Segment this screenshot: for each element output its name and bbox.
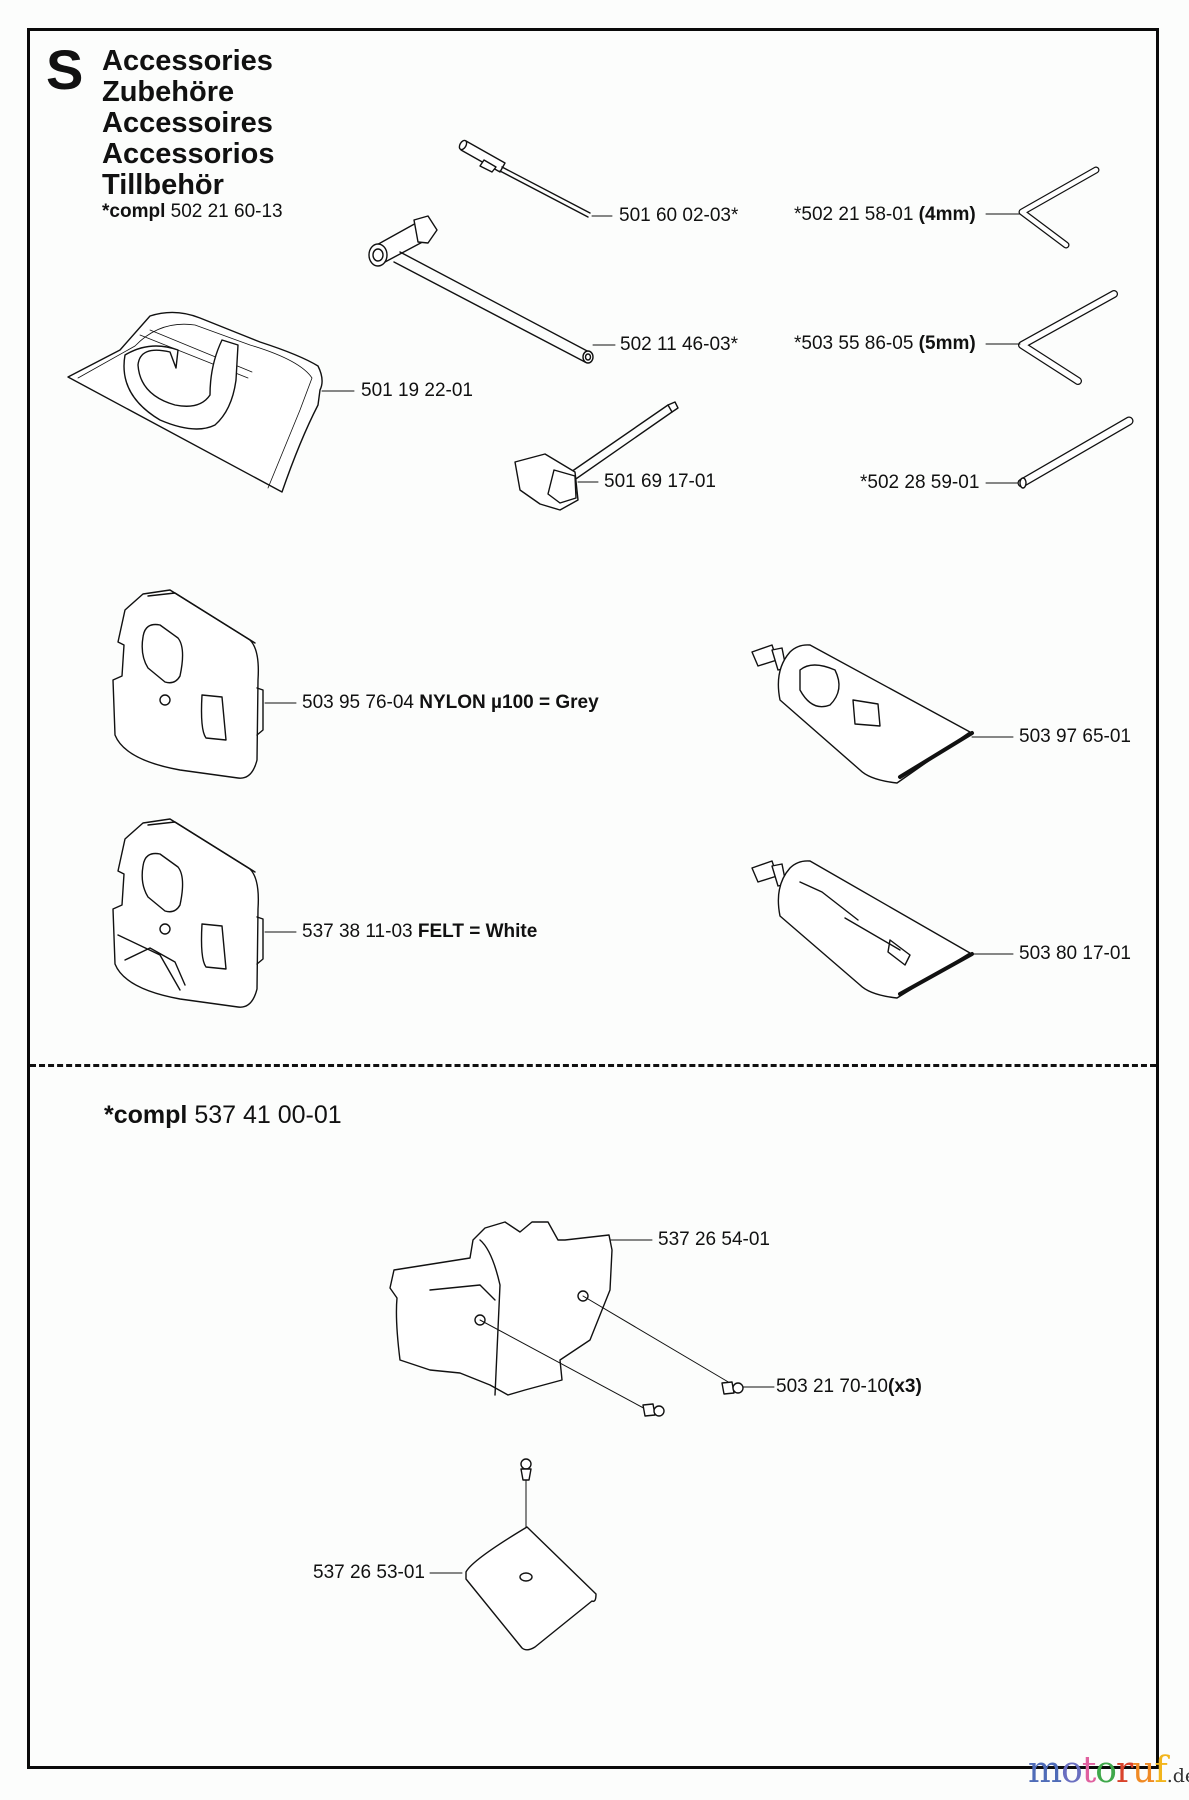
part-label-plate: 537 26 53-01 [313, 1562, 425, 1584]
part-number: 537 26 53-01 [313, 1562, 425, 1583]
part-number: 501 60 02-03* [619, 205, 739, 226]
cover-drawing [390, 1222, 730, 1412]
watermark-letter: u [1132, 1750, 1155, 1791]
grease-tube-1-drawing [752, 645, 972, 783]
section-titles: Accessories Zubehöre Accessoires Accesso… [102, 46, 283, 223]
watermark-letter: o [1061, 1750, 1083, 1791]
part-label-screw: 503 21 70-10(x3) [776, 1376, 922, 1398]
hex-key-5mm-drawing [1022, 294, 1114, 381]
part-label-air-filter-felt: 537 38 11-03 FELT = White [302, 921, 537, 943]
part-label-air-filter-nylon: 503 95 76-04 NYLON µ100 = Grey [302, 692, 599, 714]
part-number: *502 28 59-01 [860, 472, 980, 493]
title-es: Accessorios [102, 138, 275, 170]
compl-kit-number: *compl 502 21 60-13 [102, 201, 283, 223]
part-label-feeler-pin: 501 60 02-03* [619, 205, 738, 227]
part-label-drift-pin: *502 28 59-01 [860, 472, 979, 494]
t-wrench-drawing [369, 216, 593, 363]
plate-drawing [466, 1527, 596, 1650]
page-frame [27, 28, 1159, 1769]
part-number: *503 55 86-05 [794, 333, 914, 354]
watermark-logo: motoruf.de [1028, 1751, 1189, 1796]
screw-drawing [521, 1382, 743, 1575]
watermark-letters: motoruf [1028, 1750, 1168, 1791]
part-label-t-wrench: 502 11 46-03* [620, 334, 738, 356]
title-fr: Accessoires [102, 107, 273, 139]
section-letter: S [46, 38, 84, 101]
part-number: 503 97 65-01 [1019, 726, 1131, 747]
compl-number: 502 21 60-13 [170, 201, 283, 222]
hex-key-4mm-drawing [1022, 170, 1096, 245]
feeler-pin-drawing [458, 139, 590, 217]
part-number: 537 26 54-01 [658, 1229, 770, 1250]
part-number: 501 69 17-01 [604, 471, 716, 492]
part-label-hex-key-4mm: *502 21 58-01 (4mm) [794, 204, 976, 226]
title-de: Zubehöre [102, 76, 235, 108]
part-number: 503 21 70-10 [776, 1376, 888, 1397]
part-number: 502 11 46-03* [620, 334, 738, 355]
part-note: FELT = White [417, 921, 538, 942]
part-note: NYLON µ100 = Grey [419, 692, 599, 713]
drift-pin-drawing [1020, 421, 1129, 488]
watermark-letter: r [1115, 1750, 1133, 1791]
compl-prefix: *compl [102, 201, 166, 222]
tool-bag-drawing [68, 312, 322, 492]
watermark-letter: m [1028, 1750, 1062, 1791]
compl-number: 537 41 00-01 [194, 1101, 342, 1129]
kit-compl-number: *compl 537 41 00-01 [104, 1100, 342, 1130]
title-en: Accessories [102, 45, 273, 77]
part-number: 503 95 76-04 [302, 692, 414, 713]
part-label-hex-key-5mm: *503 55 86-05 (5mm) [794, 333, 976, 355]
combination-spanner-drawing [515, 402, 678, 510]
watermark-letter: t [1081, 1750, 1097, 1791]
part-number: 503 80 17-01 [1019, 943, 1131, 964]
title-sv: Tillbehör [102, 169, 224, 201]
air-filter-felt-drawing [113, 819, 263, 1007]
part-number: *502 21 58-01 [794, 204, 914, 225]
watermark-letter: o [1095, 1750, 1117, 1791]
watermark-suffix: .de [1166, 1765, 1189, 1787]
watermark-letter: f [1154, 1750, 1167, 1791]
part-note: (x3) [888, 1376, 922, 1397]
part-note: (4mm) [918, 204, 976, 225]
part-label-grease-tube-2: 503 80 17-01 [1019, 943, 1131, 965]
part-note: (5mm) [918, 333, 976, 354]
part-number: 501 19 22-01 [361, 380, 473, 401]
grease-tube-2-drawing [752, 861, 972, 998]
section-divider [30, 1064, 1156, 1067]
part-label-grease-tube-1: 503 97 65-01 [1019, 726, 1131, 748]
compl-prefix: *compl [104, 1101, 188, 1129]
part-label-combination-spanner: 501 69 17-01 [604, 471, 716, 493]
part-label-cover: 537 26 54-01 [658, 1229, 770, 1251]
part-label-tool-bag: 501 19 22-01 [361, 380, 473, 402]
air-filter-nylon-drawing [113, 590, 263, 778]
part-number: 537 38 11-03 [302, 921, 413, 942]
